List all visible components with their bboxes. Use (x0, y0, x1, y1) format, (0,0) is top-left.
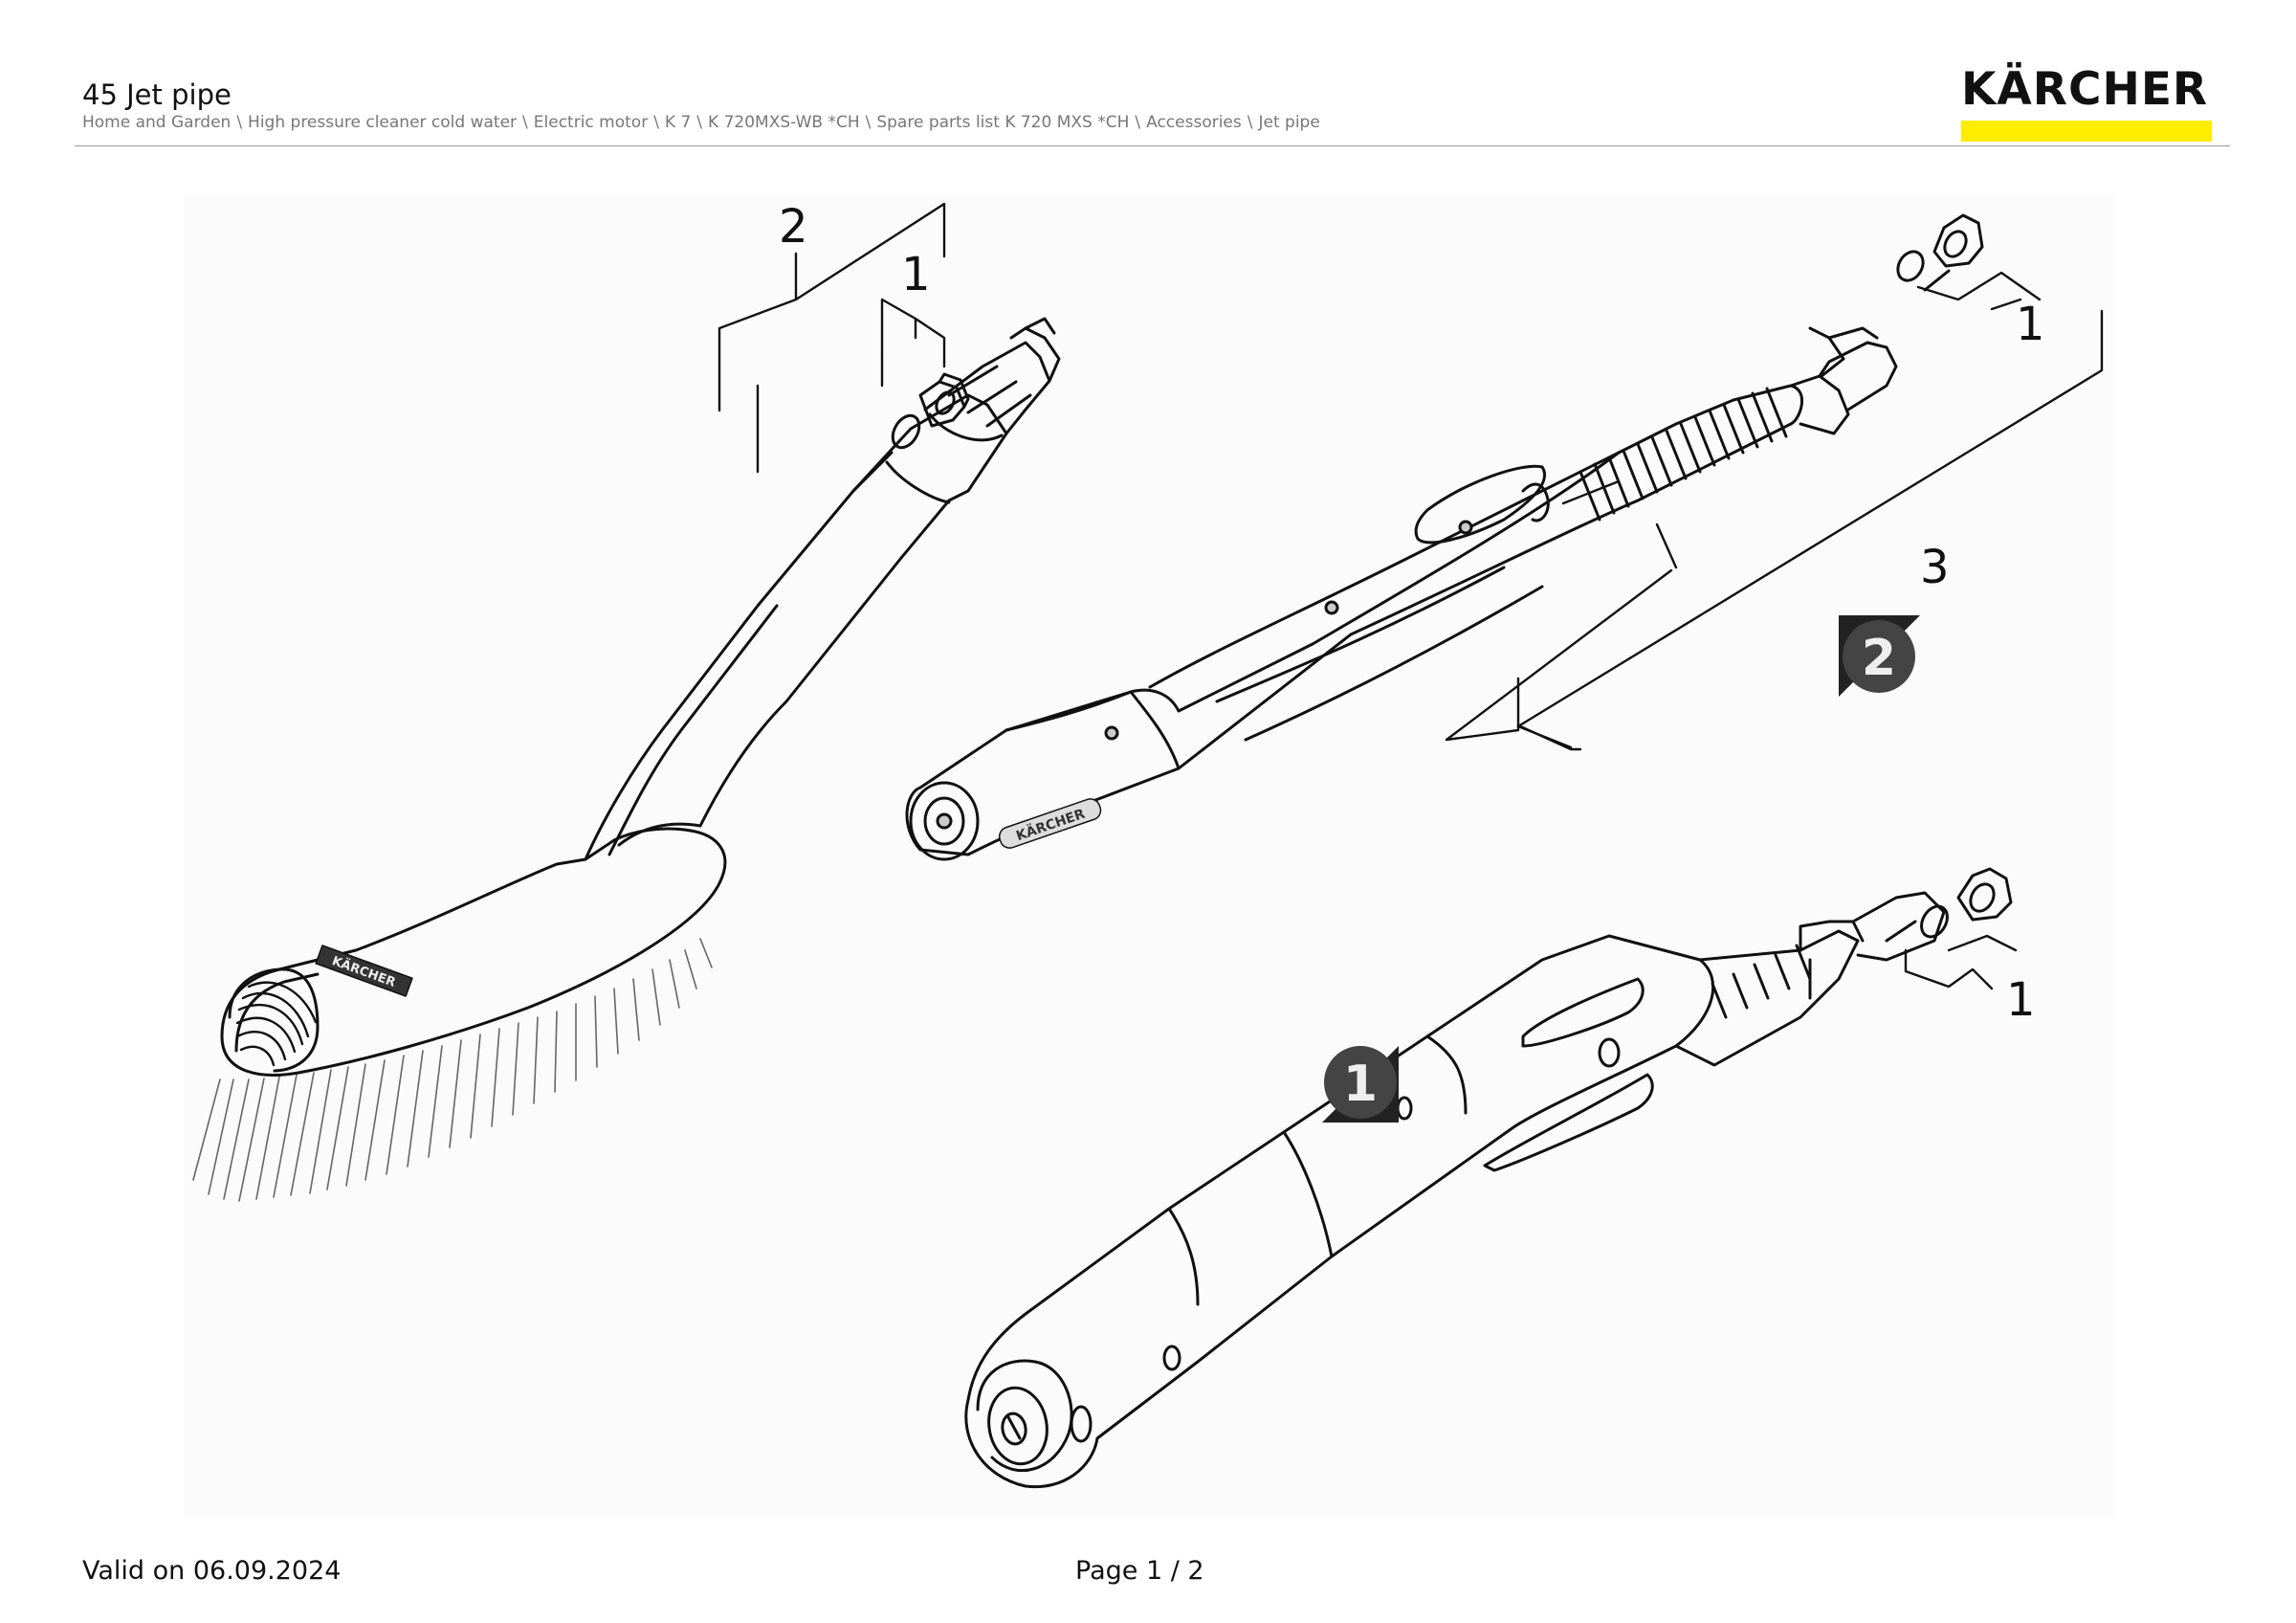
group-badge-number: 2 (1862, 630, 1896, 687)
callout-number: 1 (2006, 973, 2036, 1027)
logo-wordmark: KÄRCHER (1961, 63, 2209, 116)
breadcrumb-item[interactable]: Electric motor (533, 113, 649, 132)
vario-callout-lines (1445, 271, 2104, 751)
brush-callout-lines (718, 202, 946, 474)
breadcrumb-item[interactable]: K 720MXS-WB *CH (708, 113, 860, 132)
valid-date: Valid on 06.09.2024 (82, 1556, 342, 1586)
page-number: Page 1 / 2 (1075, 1556, 1204, 1586)
breadcrumb-item[interactable]: Home and Garden (82, 113, 232, 132)
callout-number: 1 (901, 248, 931, 301)
group-badge-number: 1 (1343, 1056, 1378, 1113)
callout-number: 3 (1920, 541, 1950, 594)
jet-pipe-straight[interactable] (964, 891, 1946, 1489)
breadcrumb-item[interactable]: K 7 (664, 113, 692, 132)
vario-jet-pipe[interactable]: KÄRCHER (905, 326, 1898, 861)
group-badge-2: 2 (1839, 615, 1920, 697)
straight-callout-lines (1904, 934, 2018, 990)
breadcrumb-item[interactable]: Accessories (1146, 113, 1242, 132)
page-title: 45 Jet pipe (82, 78, 232, 111)
parts-diagram-svg: KÄRCHER (192, 200, 2104, 1489)
exploded-parts-drawing: KÄRCHER (184, 194, 2116, 1518)
karcher-logo: KÄRCHER (1961, 65, 2212, 142)
callout-number: 2 (779, 200, 808, 254)
group-badge-1: 1 (1322, 1046, 1399, 1123)
breadcrumb: Home and Garden\High pressure cleaner co… (82, 113, 1320, 132)
logo-yellow-bar (1961, 121, 2212, 142)
straight-seal-and-nozzle[interactable] (1885, 867, 2013, 943)
header-divider (75, 145, 2230, 146)
breadcrumb-item[interactable]: Jet pipe (1258, 113, 1320, 132)
vario-seal-and-nozzle[interactable] (1893, 213, 1984, 292)
callout-number: 1 (2016, 298, 2045, 351)
wash-brush[interactable]: KÄRCHER (192, 317, 1061, 1202)
breadcrumb-item[interactable]: High pressure cleaner cold water (248, 113, 518, 132)
breadcrumb-item[interactable]: Spare parts list K 720 MXS *CH (876, 113, 1130, 132)
brush-bristles (192, 938, 713, 1202)
brush-seal-and-nozzle[interactable] (888, 372, 970, 453)
callout-numbers: 2 1 1 3 1 (779, 200, 2045, 1027)
